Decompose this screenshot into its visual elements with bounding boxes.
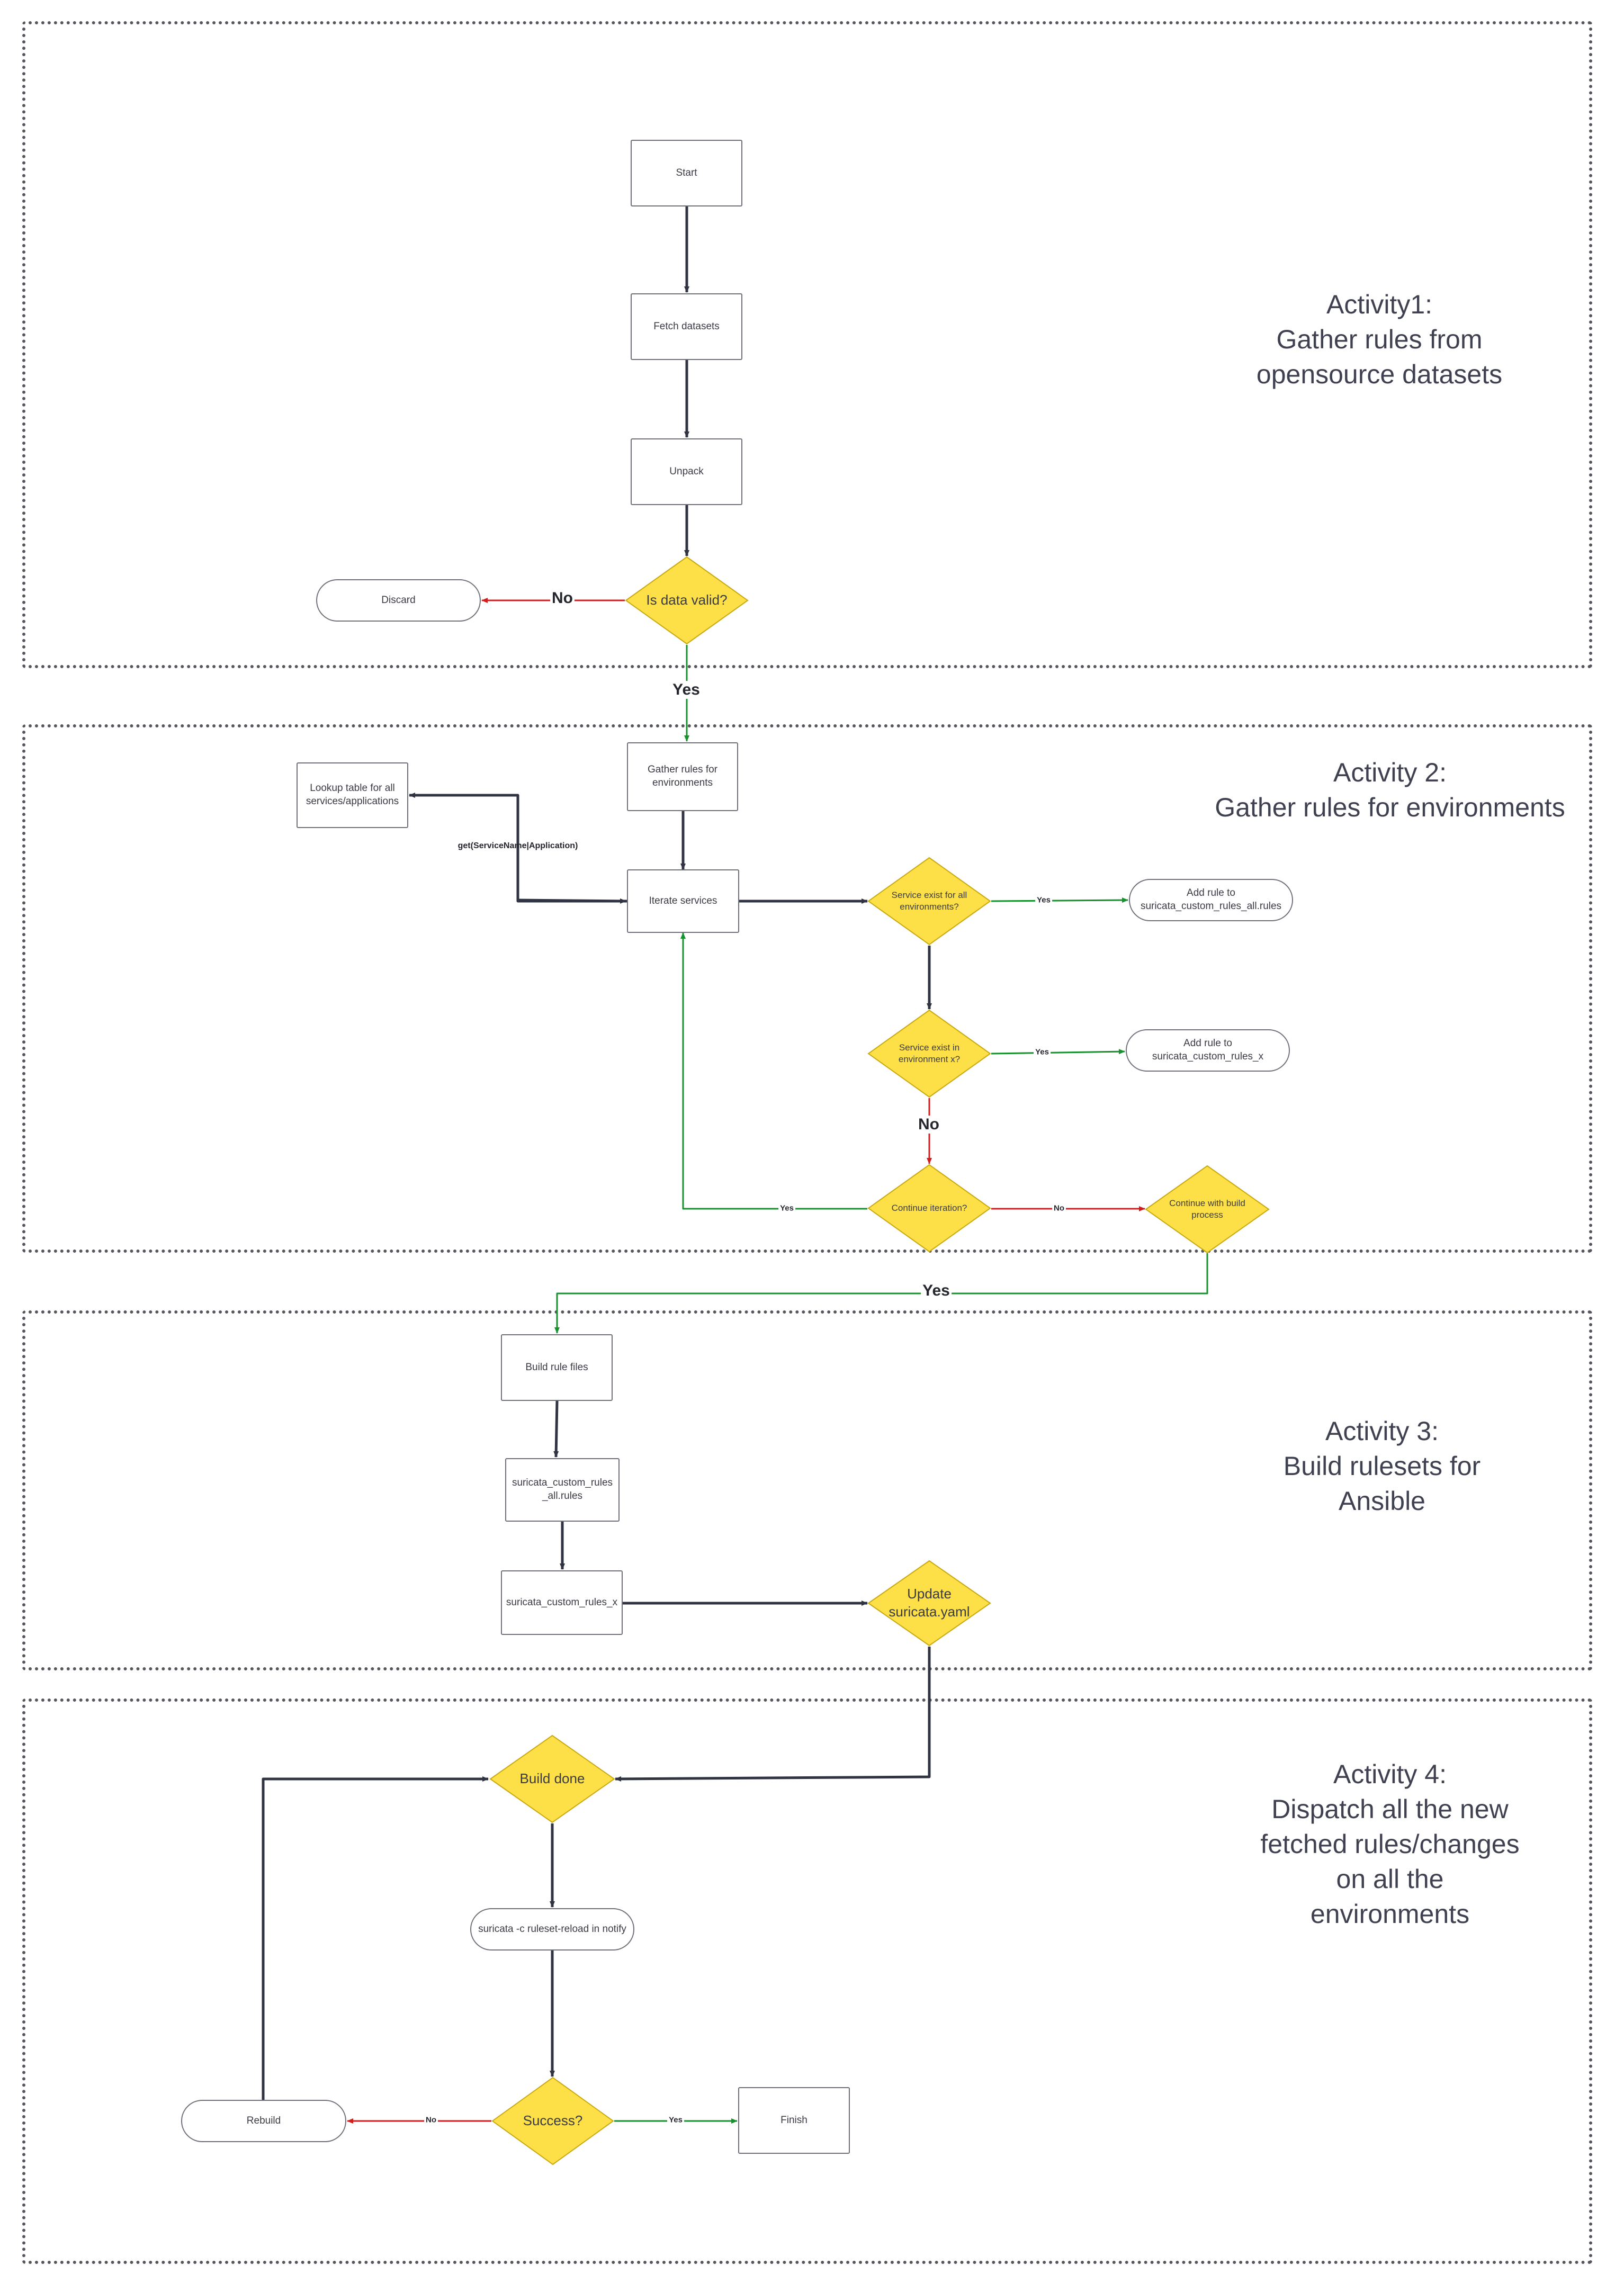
add-rule-all-node[interactable]: Add rule to suricata_custom_rules_all.ru… [1129, 879, 1293, 921]
service-all-envs-decision[interactable]: Service exist for all environments? [867, 857, 991, 946]
decision-label: Continue iteration? [891, 1202, 967, 1213]
activity2-title: Activity 2: Gather rules for environment… [1215, 758, 1565, 822]
activity3-title: Activity 3: Build rulesets for Ansible [1283, 1416, 1481, 1516]
decision-label: Update suricata.yaml [889, 1586, 970, 1620]
finish-node[interactable]: Finish [738, 2087, 850, 2154]
no-label-success: No [424, 2115, 438, 2125]
yes-label-iter: Yes [778, 1203, 795, 1213]
diamond-shape [489, 1734, 615, 1823]
yes-label-valid: Yes [671, 681, 702, 699]
continue-build-decision[interactable]: Continue with build process [1145, 1165, 1270, 1254]
fetch-datasets-node[interactable]: Fetch datasets [631, 293, 742, 360]
build-done-decision[interactable]: Build done [489, 1734, 615, 1823]
no-label-iter: No [1052, 1203, 1066, 1213]
gather-rules-node[interactable]: Gather rules for environments [627, 742, 738, 811]
edge-svcx-addx [991, 1049, 1125, 1055]
rules-x-file-node[interactable]: suricata_custom_rules_x [501, 1570, 623, 1635]
continue-iteration-decision[interactable]: Continue iteration? [867, 1164, 991, 1253]
diamond-shape [867, 1009, 991, 1098]
diamond-shape [491, 2077, 614, 2165]
activity1-frame [22, 21, 1592, 668]
edge-lookup-iterate [517, 898, 626, 904]
decision-label: Service exist in environment x? [898, 1042, 961, 1064]
add-rule-x-node[interactable]: Add rule to suricata_custom_rules_x [1126, 1029, 1290, 1072]
edge-yaml-builddone [615, 1647, 931, 1782]
diamond-shape [625, 556, 749, 645]
start-node[interactable]: Start [631, 140, 742, 206]
get-call-label: get(ServiceName|Application) [457, 841, 578, 850]
is-data-valid-decision[interactable]: Is data valid? [625, 556, 749, 645]
activity4-frame [22, 1698, 1592, 2264]
edge-rebuild-builddone [262, 1776, 489, 2100]
yes-label-success: Yes [667, 2115, 684, 2125]
activity3-frame [22, 1310, 1592, 1670]
diamond-shape [867, 857, 991, 946]
success-decision[interactable]: Success? [491, 2077, 614, 2165]
yes-label-x: Yes [1034, 1047, 1051, 1057]
service-env-x-decision[interactable]: Service exist in environment x? [867, 1009, 991, 1098]
no-label-valid: No [550, 589, 575, 607]
edge-contbuild-buildfiles [554, 1253, 1208, 1334]
edge-buildfiles-rulesall [553, 1400, 559, 1458]
decision-label: Is data valid? [646, 592, 728, 608]
discard-node[interactable]: Discard [316, 579, 481, 622]
diamond-shape [867, 1560, 991, 1647]
activity2-frame [22, 724, 1592, 1253]
build-rule-files-node[interactable]: Build rule files [501, 1334, 613, 1401]
update-suricata-yaml-decision[interactable]: Update suricata.yaml [867, 1560, 991, 1647]
decision-label: Success? [523, 2113, 583, 2129]
ruleset-reload-node[interactable]: suricata -c ruleset-reload in notify [470, 1908, 634, 1951]
edge-contiter-iterate [680, 932, 867, 1210]
yes-label-build: Yes [921, 1282, 952, 1300]
activity1-title: Activity1: Gather rules from opensource … [1256, 290, 1503, 389]
diamond-shape [867, 1164, 991, 1253]
unpack-node[interactable]: Unpack [631, 438, 742, 505]
edge-svcall-addall [991, 897, 1128, 903]
decision-label: Continue with build process [1169, 1198, 1245, 1220]
no-label-x: No [917, 1116, 941, 1134]
rules-all-file-node[interactable]: suricata_custom_rules_all.rules [505, 1458, 620, 1522]
lookup-table-node[interactable]: Lookup table for all services/applicatio… [297, 762, 408, 828]
decision-label: Build done [519, 1770, 585, 1787]
decision-label: Service exist for all environments? [891, 889, 967, 912]
activity4-title: Activity 4: Dispatch all the new fetched… [1260, 1759, 1520, 1929]
rebuild-node[interactable]: Rebuild [181, 2100, 346, 2142]
yes-label-all: Yes [1035, 895, 1052, 905]
iterate-services-node[interactable]: Iterate services [627, 869, 739, 933]
diamond-shape [1145, 1165, 1270, 1254]
